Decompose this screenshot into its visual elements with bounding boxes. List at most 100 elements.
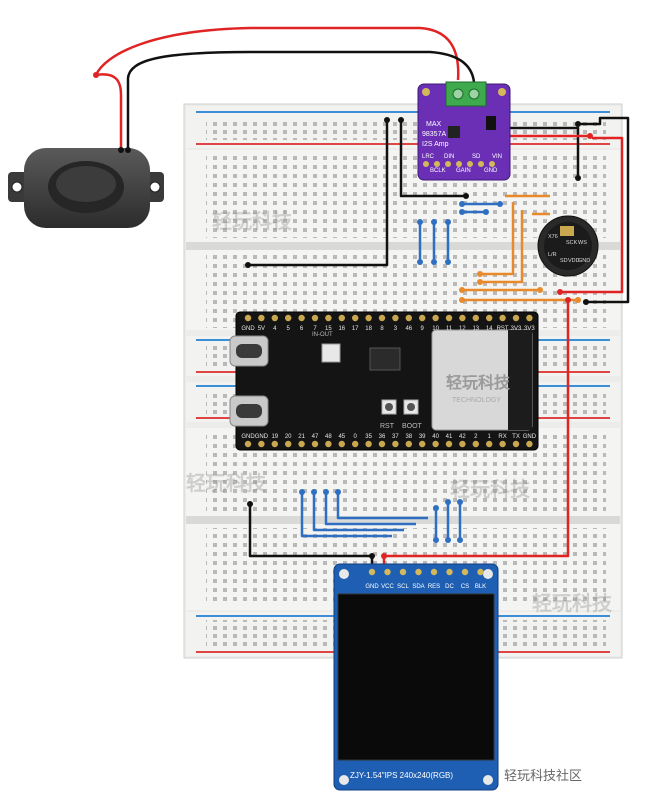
pin-label: 19 — [271, 434, 278, 440]
pin-label: 4 — [273, 326, 277, 332]
header-pin — [311, 440, 319, 448]
header-pin — [271, 440, 278, 448]
header-pin — [432, 314, 439, 322]
lcd-model-label: ZJY-1.54"IPS 240x240(RGB) — [350, 771, 453, 780]
pin-label: GND — [255, 434, 269, 440]
header-pin — [365, 440, 372, 448]
pin-label: 40 — [432, 434, 439, 440]
boot-label: BOOT — [402, 423, 423, 430]
lcd-screen — [337, 593, 495, 761]
pin-label: 3V3 — [511, 326, 522, 332]
header-pin — [419, 440, 426, 448]
header-pin — [512, 314, 520, 322]
pin-label: GND — [365, 584, 379, 590]
pin-label: 17 — [352, 326, 359, 332]
pin-label: GND — [523, 434, 537, 440]
header-pin — [526, 440, 533, 448]
pin-label: 36 — [379, 434, 386, 440]
watermark-text: 轻玩科技 — [446, 373, 511, 392]
header-pin — [298, 314, 305, 322]
pin-label: 21 — [298, 434, 305, 440]
header-pin — [378, 314, 386, 322]
watermark-text: 轻玩科技 — [212, 209, 293, 233]
pin-label: 37 — [392, 434, 399, 440]
header-pin — [486, 440, 493, 448]
pin-label: 42 — [459, 434, 466, 440]
amp-model: 98357A — [422, 131, 446, 138]
header-pin — [499, 440, 506, 448]
header-pin — [298, 440, 305, 448]
amp-pin-label: DIN — [444, 154, 454, 160]
mic-label: L/R — [548, 252, 557, 258]
watermark-text: 轻玩科技 — [450, 477, 531, 501]
pin-label: 20 — [285, 434, 292, 440]
amp-subtitle: I2S Amp — [422, 141, 449, 148]
header-pin — [244, 314, 252, 322]
pin-label: 6 — [300, 326, 304, 332]
header-pin — [325, 440, 332, 448]
pin-label: SDA — [412, 584, 424, 590]
pin-label: 35 — [365, 434, 372, 440]
header-pin — [472, 440, 479, 448]
pin-label: 18 — [365, 326, 372, 332]
header-pin — [285, 440, 292, 448]
footer-credit: · 轻玩科技社区 — [496, 768, 582, 783]
watermark-text: 轻玩科技 — [186, 471, 267, 495]
header-pin — [477, 568, 484, 576]
amp-title: MAX — [426, 121, 442, 128]
pin-label: VCC — [381, 584, 394, 590]
amp-pin-label: GAIN — [456, 168, 471, 174]
pin-label: 1 — [488, 434, 492, 440]
header-pin — [352, 314, 359, 322]
pin-label: 16 — [338, 326, 345, 332]
pin-label: 11 — [446, 326, 453, 332]
mic-labels: X76 SCK WS L/R SD VDD GND — [548, 234, 590, 264]
in-out-label: IN-OUT — [312, 332, 333, 338]
header-pin — [311, 314, 319, 322]
mic-label: SD — [560, 258, 568, 264]
pin-label: 7 — [313, 326, 317, 332]
pin-label: 47 — [312, 434, 319, 440]
mic-label: X76 — [548, 234, 558, 240]
header-pin — [271, 314, 278, 322]
header-pin — [285, 314, 292, 322]
header-pin — [399, 568, 407, 576]
pin-label: 39 — [419, 434, 426, 440]
pin-label: 41 — [446, 434, 453, 440]
header-pin — [461, 568, 469, 576]
pin-label: 5 — [287, 326, 291, 332]
header-pin — [459, 440, 466, 448]
header-pin — [445, 314, 453, 322]
pin-label: TX — [512, 434, 520, 440]
pin-label: 48 — [325, 434, 332, 440]
amp-pin-labels: LRC BCLK DIN GAIN SD GND VIN — [422, 154, 502, 174]
header-pin — [392, 314, 399, 322]
pin-label: 12 — [459, 326, 466, 332]
pin-label: 10 — [432, 326, 439, 332]
header-pin — [325, 314, 332, 322]
header-pin — [392, 440, 399, 448]
pin-label: 46 — [405, 326, 412, 332]
header-pin — [459, 314, 466, 322]
header-pin — [526, 314, 533, 322]
pin-label: SCL — [397, 584, 409, 590]
header-pin — [486, 314, 493, 322]
pin-label: 5V — [258, 326, 265, 332]
amp-pin-label: LRC — [422, 154, 435, 160]
pin-label: 3 — [394, 326, 398, 332]
header-pin — [415, 568, 422, 576]
header-pin — [365, 314, 372, 322]
header-pin — [445, 440, 453, 448]
pin-label: 45 — [338, 434, 345, 440]
watermark-text: 轻玩科技 — [532, 591, 613, 615]
amp-module: MAX 98357A I2S Amp LRC BCLK DIN GAIN SD … — [417, 81, 511, 181]
pin-label: GND — [241, 434, 255, 440]
header-pin — [430, 568, 438, 576]
pin-label: RX — [498, 434, 506, 440]
header-pin — [499, 314, 506, 322]
header-pin — [258, 314, 265, 322]
mic-label: SCK — [566, 240, 578, 246]
microphone-module: X76 SCK WS L/R SD VDD GND — [537, 215, 599, 277]
